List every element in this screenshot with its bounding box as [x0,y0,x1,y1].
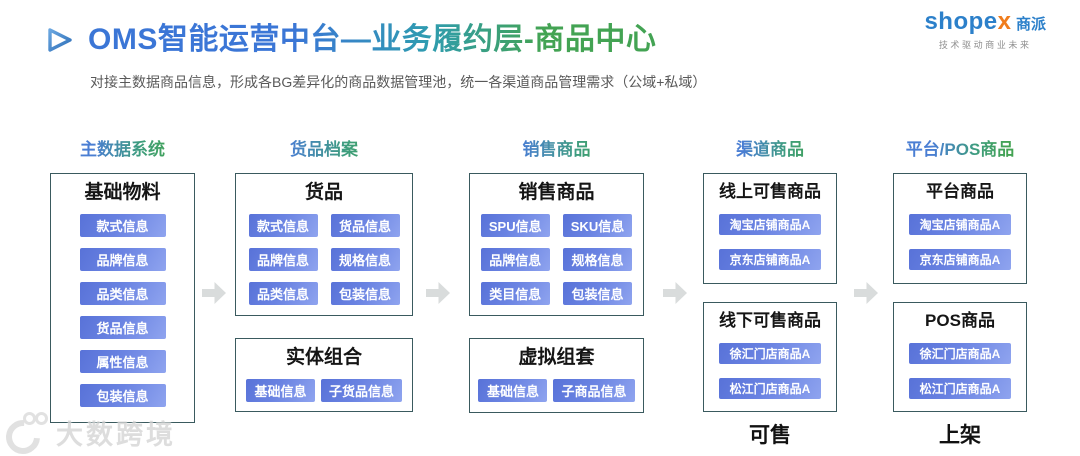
info-chip: 属性信息 [79,350,166,373]
right-arrow-icon [426,282,450,304]
group-title: POS商品 [925,311,995,330]
info-chip: SKU信息 [562,214,633,237]
group-box-offline-sellable: 线下可售商品 徐汇门店商品A 松江门店商品A [703,302,837,412]
right-arrow-icon [854,282,878,304]
info-chip: 货品信息 [330,214,400,237]
chip-grid: 款式信息 货品信息 品牌信息 规格信息 品类信息 包装信息 [236,214,412,305]
column-channel-product: 渠道商品 线上可售商品 淘宝店铺商品A 京东店铺商品A 线下可售商品 徐汇门店商… [703,138,837,449]
info-chip: 松江门店商品A [909,378,1011,399]
info-chip: 淘宝店铺商品A [909,214,1011,235]
logo-text-x: x [997,8,1011,35]
page-subtitle: 对接主数据商品信息，形成各BG差异化的商品数据管理池，统一各渠道商品管理需求（公… [90,74,707,90]
group-box-virtual-bundle: 虚拟组套 基础信息 子商品信息 [469,338,644,413]
group-box-base-material: 基础物料 款式信息 品牌信息 品类信息 货品信息 属性信息 包装信息 [50,173,195,423]
info-chip: 徐汇门店商品A [719,343,821,364]
info-chip: 品牌信息 [480,248,550,271]
info-chip: 品类信息 [79,282,166,305]
info-chip: 基础信息 [245,379,315,402]
logo-text-shope: shope [924,8,998,35]
info-chip: 子货品信息 [320,379,402,402]
chip-list: 款式信息 品牌信息 品类信息 货品信息 属性信息 包装信息 [51,214,194,407]
watermark-logo-icon [0,411,48,456]
column-header: 渠道商品 [703,138,837,162]
group-title: 实体组合 [285,347,362,368]
info-chip: 基础信息 [478,379,548,402]
info-chip: 包装信息 [330,282,400,305]
group-title: 平台商品 [926,182,994,201]
chip-row: 基础信息 子商品信息 [470,379,643,402]
info-chip: 京东店铺商品A [909,249,1011,270]
info-chip: 款式信息 [248,214,318,237]
info-chip: 松江门店商品A [719,378,821,399]
right-arrow-icon [202,282,226,304]
column-footer-listed: 上架 [939,424,981,447]
bullet-arrow-icon [46,25,74,55]
column-footer-sellable: 可售 [749,424,791,447]
group-box-entity-combo: 实体组合 基础信息 子货品信息 [235,338,413,412]
group-box-goods: 货品 款式信息 货品信息 品牌信息 规格信息 品类信息 包装信息 [235,173,413,316]
info-chip: 品类信息 [248,282,318,305]
group-box-online-sellable: 线上可售商品 淘宝店铺商品A 京东店铺商品A [703,173,837,284]
column-goods-archive: 货品档案 货品 款式信息 货品信息 品牌信息 规格信息 品类信息 包装信息 实体… [235,138,413,412]
chip-row: 基础信息 子货品信息 [236,379,412,402]
column-platform-pos-product: 平台/POS商品 平台商品 淘宝店铺商品A 京东店铺商品A POS商品 徐汇门店… [893,138,1027,449]
group-title: 线上可售商品 [719,182,821,201]
column-sales-product: 销售商品 销售商品 SPU信息 SKU信息 品牌信息 规格信息 类目信息 包装信… [469,138,644,413]
logo-text-cn: 商派 [1015,16,1046,33]
chip-list: 淘宝店铺商品A 京东店铺商品A [894,214,1026,270]
logo-tagline: 技术驱动商业未来 [938,40,1032,50]
info-chip: 京东店铺商品A [719,249,821,270]
chip-grid: SPU信息 SKU信息 品牌信息 规格信息 类目信息 包装信息 [470,214,643,305]
group-title: 虚拟组套 [518,347,595,368]
group-box-pos-product: POS商品 徐汇门店商品A 松江门店商品A [893,302,1027,412]
right-arrow-icon [663,282,687,304]
info-chip: SPU信息 [480,214,550,237]
watermark: 大数跨境 [0,411,176,456]
group-box-sales-product: 销售商品 SPU信息 SKU信息 品牌信息 规格信息 类目信息 包装信息 [469,173,644,316]
info-chip: 规格信息 [330,248,400,271]
group-title: 线下可售商品 [719,311,821,330]
chip-list: 徐汇门店商品A 松江门店商品A [894,343,1026,399]
info-chip: 货品信息 [79,316,166,339]
info-chip: 淘宝店铺商品A [719,214,821,235]
column-header: 销售商品 [469,138,644,162]
info-chip: 品牌信息 [248,248,318,271]
watermark-text: 大数跨境 [56,419,176,450]
column-header: 平台/POS商品 [893,138,1027,162]
info-chip: 子商品信息 [553,379,635,402]
info-chip: 包装信息 [79,384,166,407]
info-chip: 规格信息 [562,248,633,271]
column-header: 主数据系统 [50,138,195,162]
group-title: 销售商品 [518,182,595,203]
info-chip: 品牌信息 [79,248,166,271]
chip-list: 淘宝店铺商品A 京东店铺商品A [704,214,836,270]
column-header: 货品档案 [235,138,413,162]
group-box-platform-product: 平台商品 淘宝店铺商品A 京东店铺商品A [893,173,1027,284]
group-title: 货品 [304,182,343,203]
info-chip: 款式信息 [79,214,166,237]
info-chip: 包装信息 [562,282,633,305]
info-chip: 类目信息 [480,282,550,305]
column-master-data-system: 主数据系统 基础物料 款式信息 品牌信息 品类信息 货品信息 属性信息 包装信息 [50,138,195,423]
chip-list: 徐汇门店商品A 松江门店商品A [704,343,836,399]
page-title: OMS智能运营中台—业务履约层-商品中心 [88,14,656,58]
info-chip: 徐汇门店商品A [909,343,1011,364]
group-title: 基础物料 [84,182,161,203]
